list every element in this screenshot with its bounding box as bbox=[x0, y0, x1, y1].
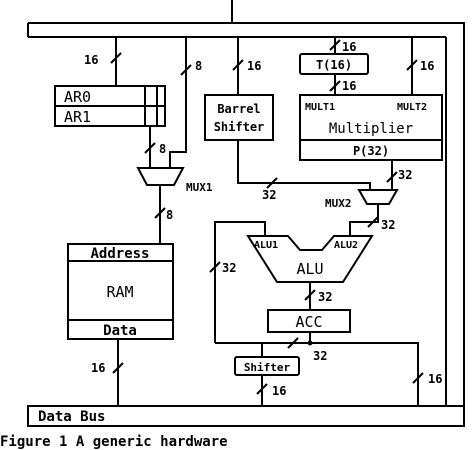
mux2-shape bbox=[357, 189, 399, 205]
width-label-barrel-out: 32 bbox=[262, 188, 276, 202]
ram-address-label: Address bbox=[90, 246, 149, 262]
ar0-label: AR0 bbox=[64, 88, 91, 106]
width-label-mux2-out: 32 bbox=[381, 218, 395, 232]
alu-shape bbox=[246, 235, 374, 283]
ram-block bbox=[67, 243, 174, 340]
width-label-alu-out: 32 bbox=[318, 290, 332, 304]
tick-bus-ar bbox=[110, 52, 122, 64]
width-label-acc-bus: 16 bbox=[428, 372, 442, 386]
alu1-label: ALU1 bbox=[254, 240, 278, 251]
figure-caption: Figure 1 A generic hardware bbox=[0, 434, 228, 450]
junction-dot bbox=[307, 340, 313, 346]
wire-barrel-mux2 bbox=[237, 140, 371, 190]
tick-shifter-databus bbox=[256, 383, 268, 395]
barrel-label-line2: Shifter bbox=[214, 120, 265, 134]
width-label-t-in: 16 bbox=[342, 40, 356, 54]
width-label-barrel-in: 16 bbox=[247, 59, 261, 73]
alu2-label: ALU2 bbox=[334, 240, 358, 251]
program-bus-outline bbox=[28, 22, 465, 406]
width-label-ar-in: 16 bbox=[84, 53, 98, 67]
tick-bus-mux1 bbox=[180, 64, 192, 76]
ram-data-label: Data bbox=[103, 323, 137, 339]
width-label-alu-feedback: 32 bbox=[222, 261, 236, 275]
tick-mux2-alu bbox=[367, 216, 379, 228]
width-label-mux1-from-ar: 8 bbox=[159, 142, 166, 156]
acc-label: ACC bbox=[295, 313, 322, 331]
mux1-shape bbox=[136, 167, 185, 186]
tick-acc-shifter bbox=[287, 337, 299, 349]
mult1-label: MULT1 bbox=[305, 102, 335, 113]
tick-bus-barrel bbox=[232, 59, 244, 71]
ram-label: RAM bbox=[106, 283, 133, 301]
tick-acc-databus bbox=[412, 372, 424, 384]
tick-bus-mult2 bbox=[406, 59, 418, 71]
width-label-ram-addr: 8 bbox=[166, 208, 173, 222]
shifter-box bbox=[234, 356, 300, 376]
barrel-label-line1: Barrel bbox=[217, 102, 260, 116]
shifter-label: Shifter bbox=[244, 361, 291, 374]
multiplier-block bbox=[299, 94, 443, 161]
tick-t-mult1 bbox=[329, 80, 341, 92]
wire-acc-feedback bbox=[214, 221, 266, 343]
data-bus-box bbox=[27, 405, 465, 427]
width-label-p-out: 32 bbox=[398, 168, 412, 182]
wire-bus-mux1 bbox=[169, 37, 187, 168]
mult2-label: MULT2 bbox=[397, 102, 427, 113]
multiplier-label: Multiplier bbox=[329, 121, 413, 137]
t-register-label: T(16) bbox=[316, 58, 352, 72]
width-label-mult2-in: 16 bbox=[420, 59, 434, 73]
width-label-acc-shifter: 32 bbox=[313, 349, 327, 363]
width-label-t-out: 16 bbox=[342, 79, 356, 93]
mux1-label: MUX1 bbox=[186, 181, 213, 194]
width-label-mux1-in: 8 bbox=[195, 59, 202, 73]
tick-bus-t bbox=[329, 39, 341, 51]
p-register-label: P(32) bbox=[353, 144, 389, 158]
wire-acc-databus bbox=[309, 332, 419, 406]
tick-alu-acc bbox=[304, 289, 316, 301]
alu-label: ALU bbox=[296, 260, 323, 278]
width-label-shifter-out: 16 bbox=[272, 384, 286, 398]
tick-ram-databus bbox=[112, 362, 124, 374]
wire-mux2-alu bbox=[349, 204, 379, 236]
data-bus-label: Data Bus bbox=[38, 409, 105, 425]
ar1-label: AR1 bbox=[64, 108, 91, 126]
tick-mux1-ram bbox=[154, 207, 166, 219]
tick-feedback bbox=[209, 261, 221, 273]
width-label-ram-databus: 16 bbox=[91, 361, 105, 375]
mux2-label: MUX2 bbox=[325, 197, 352, 210]
tick-barrel-mux2 bbox=[266, 177, 278, 189]
tick-ar-mux1 bbox=[144, 142, 156, 154]
tick-p-mux2 bbox=[386, 171, 398, 183]
